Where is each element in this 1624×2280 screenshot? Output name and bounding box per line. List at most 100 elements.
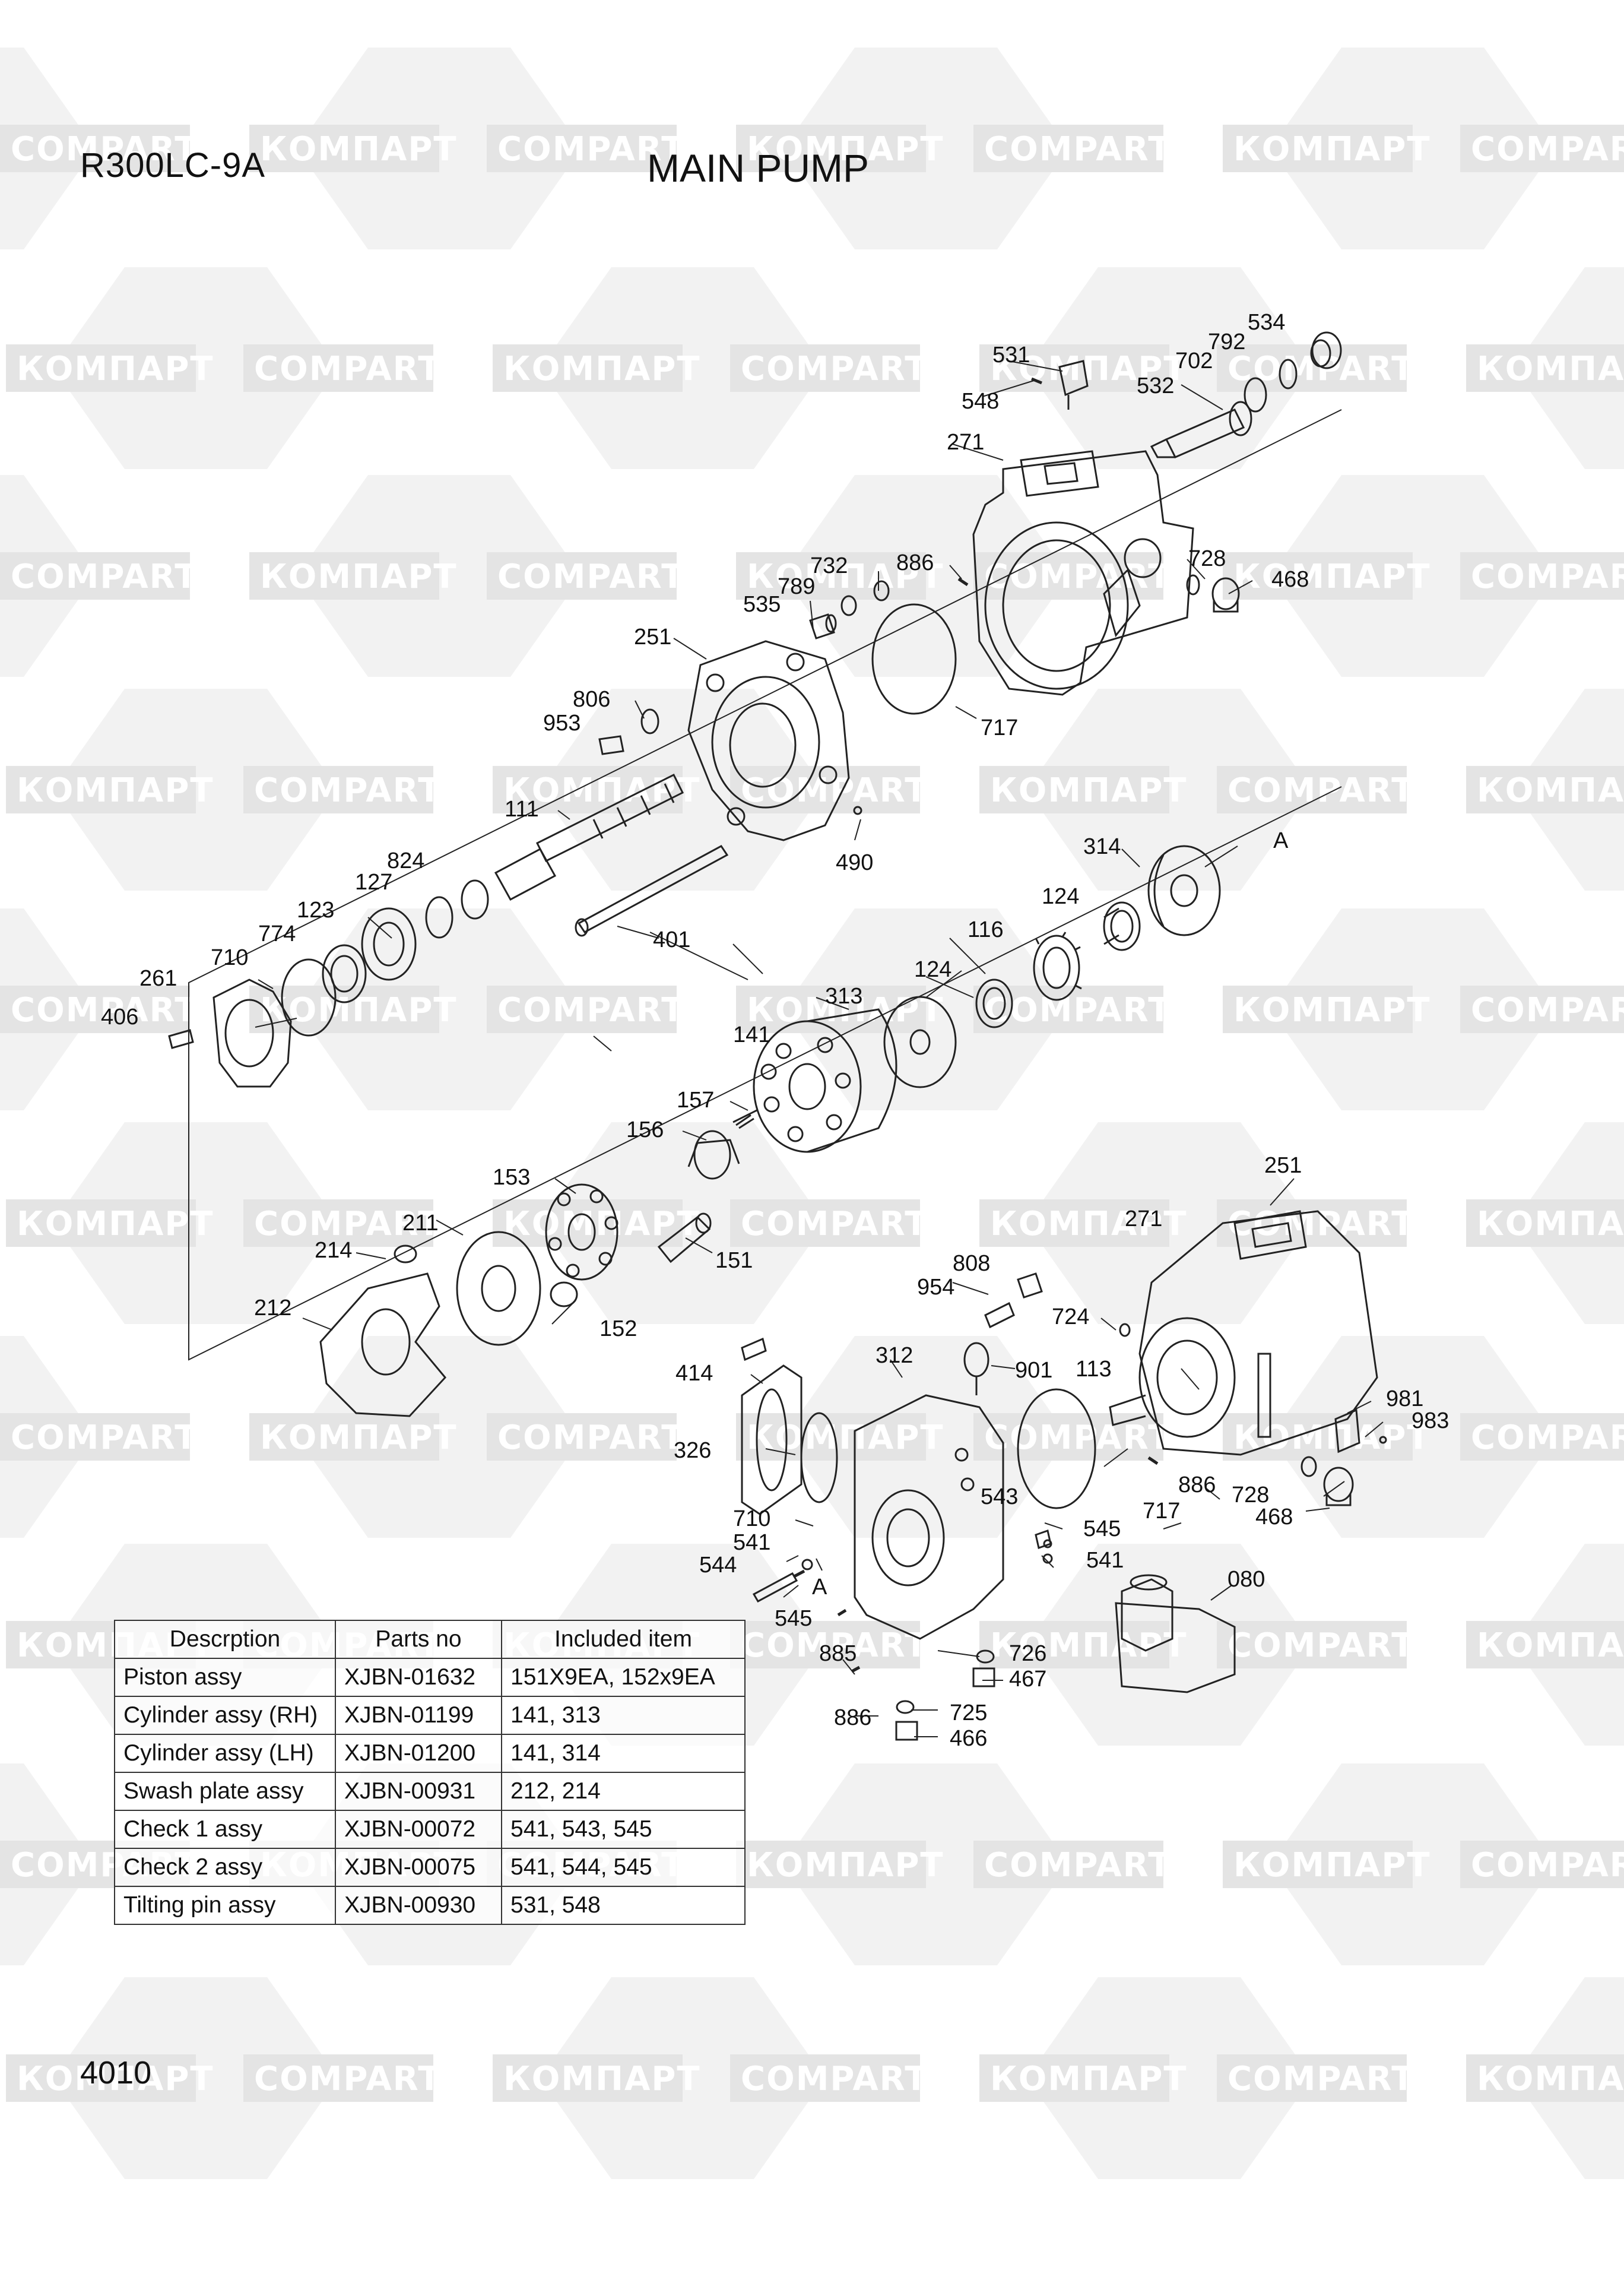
plug-468-bottom — [1323, 1467, 1354, 1506]
watermark-text: COMPART — [741, 350, 928, 388]
o-ring-732 — [873, 580, 890, 601]
pin-885 — [837, 1608, 847, 1617]
spring-157 — [732, 1109, 757, 1129]
table-cell: XJBN-00930 — [335, 1886, 502, 1925]
table-cell: XJBN-00072 — [335, 1810, 502, 1849]
check-valve-541-right — [1042, 1553, 1053, 1564]
callout-A-bottom: A — [812, 1575, 827, 1600]
watermark-text: КОМПАРТ — [990, 2060, 1188, 2098]
watermark-text: КОМПАРТ — [990, 350, 1188, 388]
column-header-description: Descrption — [114, 1620, 336, 1659]
watermark-text: КОМПАРТ — [1477, 350, 1624, 388]
valve-plate-313 — [883, 996, 957, 1088]
watermark-text: КОМПАРТ — [747, 991, 944, 1030]
watermark-band — [1466, 344, 1624, 392]
watermark-band — [493, 344, 683, 392]
callout-535: 535 — [743, 592, 781, 617]
callout-981: 981 — [1386, 1386, 1423, 1411]
table-cell: Check 2 assy — [114, 1848, 336, 1887]
o-ring-789 — [840, 595, 857, 616]
watermark-band — [1217, 1199, 1407, 1247]
callout-labels: 531 534 792 702 548 532 271 732 886 728 … — [101, 310, 1449, 1751]
table-cell: 212, 214 — [501, 1772, 746, 1811]
callout-467: 467 — [1009, 1667, 1046, 1692]
pump-casing-271-top — [972, 450, 1194, 696]
watermark-text: COMPART — [11, 558, 198, 596]
drive-shaft-111 — [494, 773, 684, 901]
watermark-text: COMPART — [741, 2060, 928, 2098]
valve-block-251-top — [687, 640, 850, 841]
watermark-text: COMPART — [984, 1418, 1172, 1457]
callout-151: 151 — [715, 1248, 753, 1273]
snap-ring-824 — [461, 879, 489, 920]
needle-bearing-124-a — [1103, 901, 1141, 951]
plug-534 — [1310, 331, 1342, 369]
callout-153: 153 — [493, 1165, 530, 1190]
watermark-text: COMPART — [1227, 350, 1415, 388]
callout-401: 401 — [653, 927, 690, 952]
table-row: Tilting pin assy XJBN-00930 531, 548 — [114, 1886, 746, 1925]
pump-assembly-right — [1109, 1210, 1378, 1456]
watermark-band — [730, 2054, 920, 2102]
watermark-band — [249, 125, 439, 172]
callout-124-top: 124 — [1042, 884, 1079, 909]
watermark-band — [979, 1199, 1169, 1247]
table-cell: 141, 314 — [501, 1734, 746, 1773]
shoe-152 — [550, 1281, 578, 1307]
watermark-text: COMPART — [741, 1205, 928, 1243]
table-cell: 141, 313 — [501, 1696, 746, 1735]
o-ring-717-bottom — [1017, 1388, 1096, 1509]
watermark-text: COMPART — [741, 771, 928, 810]
watermark-band — [243, 766, 433, 813]
table-cell: XJBN-01632 — [335, 1658, 502, 1697]
callout-808: 808 — [953, 1251, 990, 1276]
plug-532 — [1150, 401, 1252, 458]
watermark-text: COMPART — [1227, 1626, 1415, 1665]
watermark-text: COMPART — [1471, 1846, 1624, 1885]
watermark-band — [0, 552, 190, 600]
callout-541-left: 541 — [733, 1530, 770, 1555]
watermark-text: COMPART — [1227, 2060, 1415, 2098]
cover-326 — [741, 1364, 803, 1515]
watermark-band — [736, 552, 926, 600]
leader-lines — [255, 360, 1384, 1737]
callout-157: 157 — [677, 1088, 714, 1113]
watermark-band — [6, 766, 196, 813]
callout-544: 544 — [699, 1553, 737, 1578]
callout-312: 312 — [876, 1343, 913, 1368]
watermark-text: КОМПАРТ — [747, 1418, 944, 1457]
callout-251-bottom: 251 — [1264, 1153, 1302, 1178]
oil-seal-774 — [322, 944, 367, 1003]
callout-313: 313 — [825, 984, 862, 1009]
watermark-band — [1217, 766, 1407, 813]
table-cell: Swash plate assy — [114, 1772, 336, 1811]
callout-792: 792 — [1208, 330, 1245, 354]
watermark-text: COMPART — [1471, 130, 1624, 169]
callout-710-top: 710 — [211, 945, 248, 970]
plate-981 — [1334, 1408, 1360, 1454]
watermark-text: КОМПАРТ — [17, 2060, 214, 2098]
watermark-text: КОМПАРТ — [1233, 1846, 1431, 1885]
callout-885: 885 — [819, 1641, 857, 1666]
watermark-band — [1466, 1621, 1624, 1668]
table-cell: Cylinder assy (RH) — [114, 1696, 336, 1735]
watermark-text: КОМПАРТ — [990, 1205, 1188, 1243]
piston-151 — [657, 1212, 712, 1264]
watermark-text: COMPART — [497, 130, 685, 169]
callout-534: 534 — [1248, 310, 1285, 335]
callout-806: 806 — [573, 687, 610, 712]
watermark-band — [243, 1199, 433, 1247]
o-ring-724 — [1119, 1323, 1131, 1337]
set-screw-954 — [984, 1302, 1015, 1329]
callout-953: 953 — [543, 711, 581, 736]
callout-466: 466 — [950, 1726, 987, 1751]
callout-824: 824 — [387, 848, 424, 873]
watermark-text: КОМПАРТ — [17, 1205, 214, 1243]
watermark-text: КОМПАРТ — [503, 350, 701, 388]
callout-728-bottom: 728 — [1232, 1483, 1269, 1508]
table-cell: Cylinder assy (LH) — [114, 1734, 336, 1773]
watermark-text: КОМПАРТ — [1233, 130, 1431, 169]
watermark-band — [979, 766, 1169, 813]
spacer-127 — [425, 896, 453, 939]
callout-789: 789 — [778, 574, 815, 599]
